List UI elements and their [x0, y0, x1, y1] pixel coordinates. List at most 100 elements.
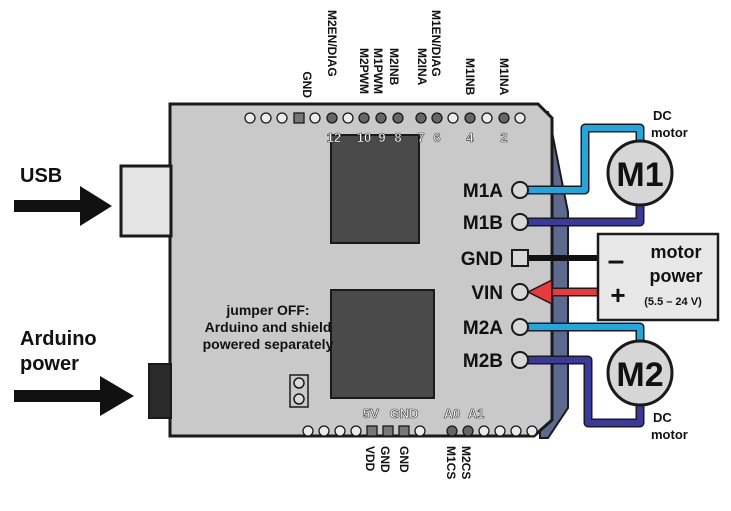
motor2-caption-1: DC — [653, 410, 672, 425]
bottom-header-hole — [366, 425, 378, 437]
pin-label-m2pwm: M2PWM — [357, 48, 371, 94]
top-header-holes — [244, 112, 526, 124]
bottom-header-hole — [350, 425, 362, 437]
usb-arrow — [14, 186, 112, 226]
pin-label-vdd: VDD — [363, 446, 377, 472]
pin-label-m2ina: M2INA — [415, 48, 429, 86]
top-header-hole — [260, 112, 272, 124]
motor2-wire-a — [528, 322, 645, 342]
motor-power-range: (5.5 – 24 V) — [644, 296, 702, 308]
top-header-hole — [514, 112, 526, 124]
motor-power-title-2: power — [649, 266, 702, 286]
top-header-hole — [326, 112, 338, 124]
bottom-header-hole — [318, 425, 330, 437]
top-header-hole — [447, 112, 459, 124]
terminal-m1a-hole — [511, 181, 529, 199]
motor-power-plus: + — [610, 280, 625, 310]
motor-power-box — [596, 232, 720, 322]
terminal-label-vin: VIN — [471, 283, 503, 304]
jumper-note-line-1: jumper OFF: — [225, 302, 309, 318]
motor2-body — [606, 339, 674, 407]
motor1-wire-a — [528, 123, 645, 195]
pin-number-7: 7 — [417, 130, 424, 145]
arduino-power-arrow — [14, 376, 134, 416]
pin-label-m2inb: M2INB — [387, 48, 401, 86]
header-label-a1: A1 — [468, 406, 485, 421]
motor2-name: M2 — [616, 356, 663, 394]
terminal-labels: M1A M1B GND VIN M2A M2B — [461, 181, 504, 372]
pin-label-m1pwm: M1PWM — [371, 48, 385, 94]
header-label-5v: 5V — [363, 406, 379, 421]
shield-board — [168, 102, 554, 438]
driver-chip-1 — [330, 134, 420, 244]
motor-power-title-1: motor — [651, 242, 702, 262]
pin-label-m1inb: M1INB — [463, 58, 477, 96]
bottom-header-labels: 5V GND A0 A1 — [363, 406, 485, 422]
top-header-hole — [498, 112, 510, 124]
jumper-pin-1 — [293, 377, 305, 389]
bottom-header-hole — [462, 425, 474, 437]
pin-label-gnd-top: GND — [300, 71, 314, 98]
terminal-m1b-hole — [511, 213, 529, 231]
jumper-pin-2 — [293, 393, 305, 405]
pin-label-gnd-bottom-1: GND — [378, 446, 392, 473]
header-label-a0: A0 — [444, 406, 461, 421]
terminal-vin-hole — [511, 283, 529, 301]
top-header-hole — [293, 112, 305, 124]
bottom-header-hole — [382, 425, 394, 437]
pin-label-m1ina: M1INA — [497, 58, 511, 96]
pin-label-m1cs: M1CS — [444, 446, 458, 479]
arduino-power-label-1: Arduino — [20, 328, 97, 350]
bottom-header-hole — [414, 425, 426, 437]
terminal-m2a-hole — [511, 318, 529, 336]
bottom-header-hole — [494, 425, 506, 437]
terminal-label-m2a: M2A — [463, 318, 503, 339]
terminal-label-m1b: M1B — [463, 213, 503, 234]
pin-label-m1en-diag: M1EN/DIAG — [429, 10, 443, 77]
top-header-hole — [342, 112, 354, 124]
pin-label-m2cs: M2CS — [459, 446, 473, 479]
top-header-hole — [464, 112, 476, 124]
top-header-hole — [358, 112, 370, 124]
bottom-header-hole — [302, 425, 314, 437]
top-header-hole — [415, 112, 427, 124]
pin-number-4: 4 — [466, 130, 474, 145]
top-header-hole — [392, 112, 404, 124]
bottom-header-hole — [510, 425, 522, 437]
pin-number-8: 8 — [394, 130, 401, 145]
header-label-gnd: GND — [390, 406, 419, 421]
bottom-header-hole — [478, 425, 490, 437]
motor2-caption-2: motor — [651, 427, 688, 442]
jumper-note-line-3: powered separately — [203, 336, 334, 352]
pin-number-12: 12 — [327, 130, 341, 145]
top-header-hole — [431, 112, 443, 124]
bottom-header-hole — [446, 425, 458, 437]
arduino-power-label-2: power — [20, 353, 79, 375]
motor1-wire-b — [528, 204, 645, 227]
usb-connector — [119, 164, 173, 238]
pin-number-10: 10 — [357, 130, 371, 145]
motor1-caption-1: DC — [653, 108, 672, 123]
motor1-caption-2: motor — [651, 125, 688, 140]
motor-power-minus: – — [608, 244, 625, 277]
pin-number-2: 2 — [500, 130, 507, 145]
bottom-header-hole — [334, 425, 346, 437]
pin-label-m2en-diag: M2EN/DIAG — [325, 10, 339, 77]
terminal-m2b-hole — [511, 351, 529, 369]
usb-label: USB — [20, 165, 62, 187]
pin-number-9: 9 — [378, 130, 385, 145]
top-header-hole — [244, 112, 256, 124]
terminal-label-gnd: GND — [461, 249, 503, 270]
pin-label-gnd-bottom-2: GND — [397, 446, 411, 473]
bottom-header-hole — [398, 425, 410, 437]
motor1-body — [606, 139, 674, 207]
top-header-hole — [276, 112, 288, 124]
bottom-header-hole — [526, 425, 538, 437]
motor1-name: M1 — [616, 156, 663, 194]
top-header-hole — [309, 112, 321, 124]
terminal-gnd-hole — [511, 249, 529, 267]
terminal-label-m1a: M1A — [463, 181, 503, 202]
top-header-hole — [375, 112, 387, 124]
